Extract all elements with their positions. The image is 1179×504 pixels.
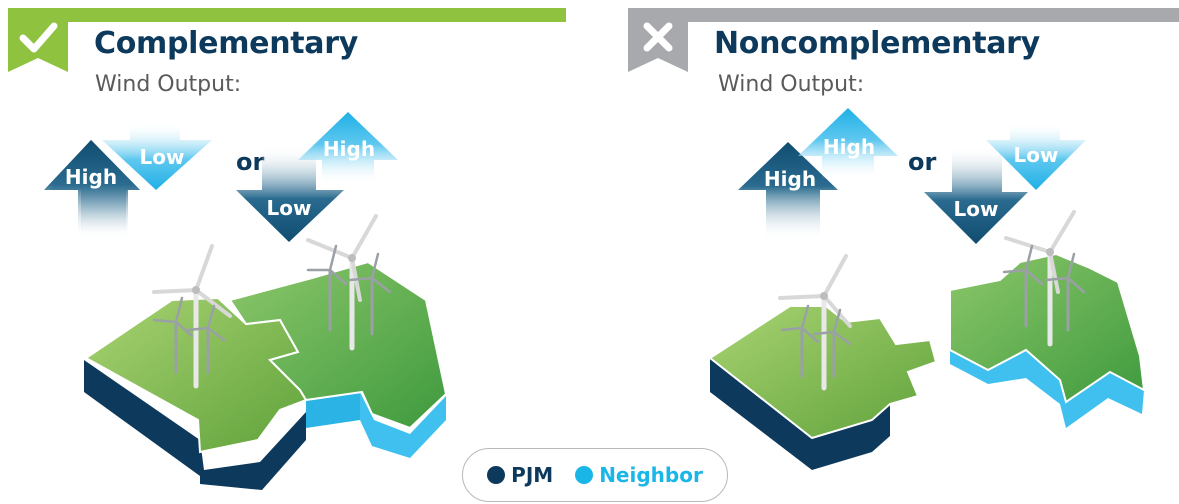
pjm-down-arrow <box>924 146 1028 244</box>
legend-item-neighbor: Neighbor <box>575 463 703 487</box>
x-badge <box>628 8 688 72</box>
noncomplementary-scene: High High or Low Low <box>708 108 1146 470</box>
legend-label-neighbor: Neighbor <box>599 463 703 487</box>
pjm-down-arrow <box>236 146 344 242</box>
neighbor-arrow-label: High <box>823 135 875 159</box>
legend: PJM Neighbor <box>462 448 728 502</box>
neighbor-down-arrow <box>986 122 1086 190</box>
wind-turbine <box>152 296 194 374</box>
wind-turbine <box>306 244 348 332</box>
wind-turbine <box>348 252 392 336</box>
x-icon <box>628 8 688 72</box>
or-label: or <box>236 148 264 176</box>
neighbor-down-arrow <box>102 122 212 190</box>
neighbor-arrow-label-2: Low <box>1014 143 1059 167</box>
neighbor-dot-icon <box>575 466 594 484</box>
pjm-up-arrow <box>738 142 838 240</box>
complementary-panel: Complementary Wind Output: High Low or L… <box>0 0 589 504</box>
neighbor-puzzle-piece <box>949 252 1146 428</box>
panel-title: Noncomplementary <box>714 26 1040 61</box>
noncomplementary-panel: Noncomplementary Wind Output: High High … <box>590 0 1179 504</box>
joined-puzzle <box>84 260 448 490</box>
pjm-dot-icon <box>487 466 506 484</box>
pjm-up-arrow <box>44 140 140 238</box>
panel-subtitle: Wind Output: <box>95 72 242 97</box>
pjm-arrow-label: High <box>65 165 117 189</box>
wind-turbine <box>812 308 852 378</box>
wind-turbine <box>1044 252 1086 332</box>
panel-accent-bar <box>14 8 566 22</box>
panel-title: Complementary <box>94 26 358 61</box>
wind-turbine <box>186 304 226 374</box>
check-badge <box>8 8 68 72</box>
pjm-arrow-label-2: Low <box>954 197 999 221</box>
or-label: or <box>908 148 936 176</box>
neighbor-up-arrow <box>798 108 898 180</box>
complementary-scene: High Low or Low High <box>44 112 448 490</box>
wind-turbine <box>1004 210 1076 347</box>
wind-turbine <box>780 304 820 378</box>
neighbor-arrow-label: Low <box>140 145 185 169</box>
wind-turbine <box>152 244 232 389</box>
panel-accent-bar <box>628 8 1179 22</box>
legend-item-pjm: PJM <box>487 463 553 487</box>
check-icon <box>8 8 68 72</box>
panel-subtitle: Wind Output: <box>718 72 865 97</box>
pjm-arrow-label: High <box>764 167 816 191</box>
legend-label-pjm: PJM <box>511 463 554 487</box>
wind-turbine <box>1002 244 1044 328</box>
wind-turbine <box>306 214 378 351</box>
wind-turbine <box>778 254 852 391</box>
neighbor-arrow-label-2: High <box>323 137 375 161</box>
neighbor-up-arrow <box>298 112 398 184</box>
pjm-arrow-label-2: Low <box>267 196 312 220</box>
